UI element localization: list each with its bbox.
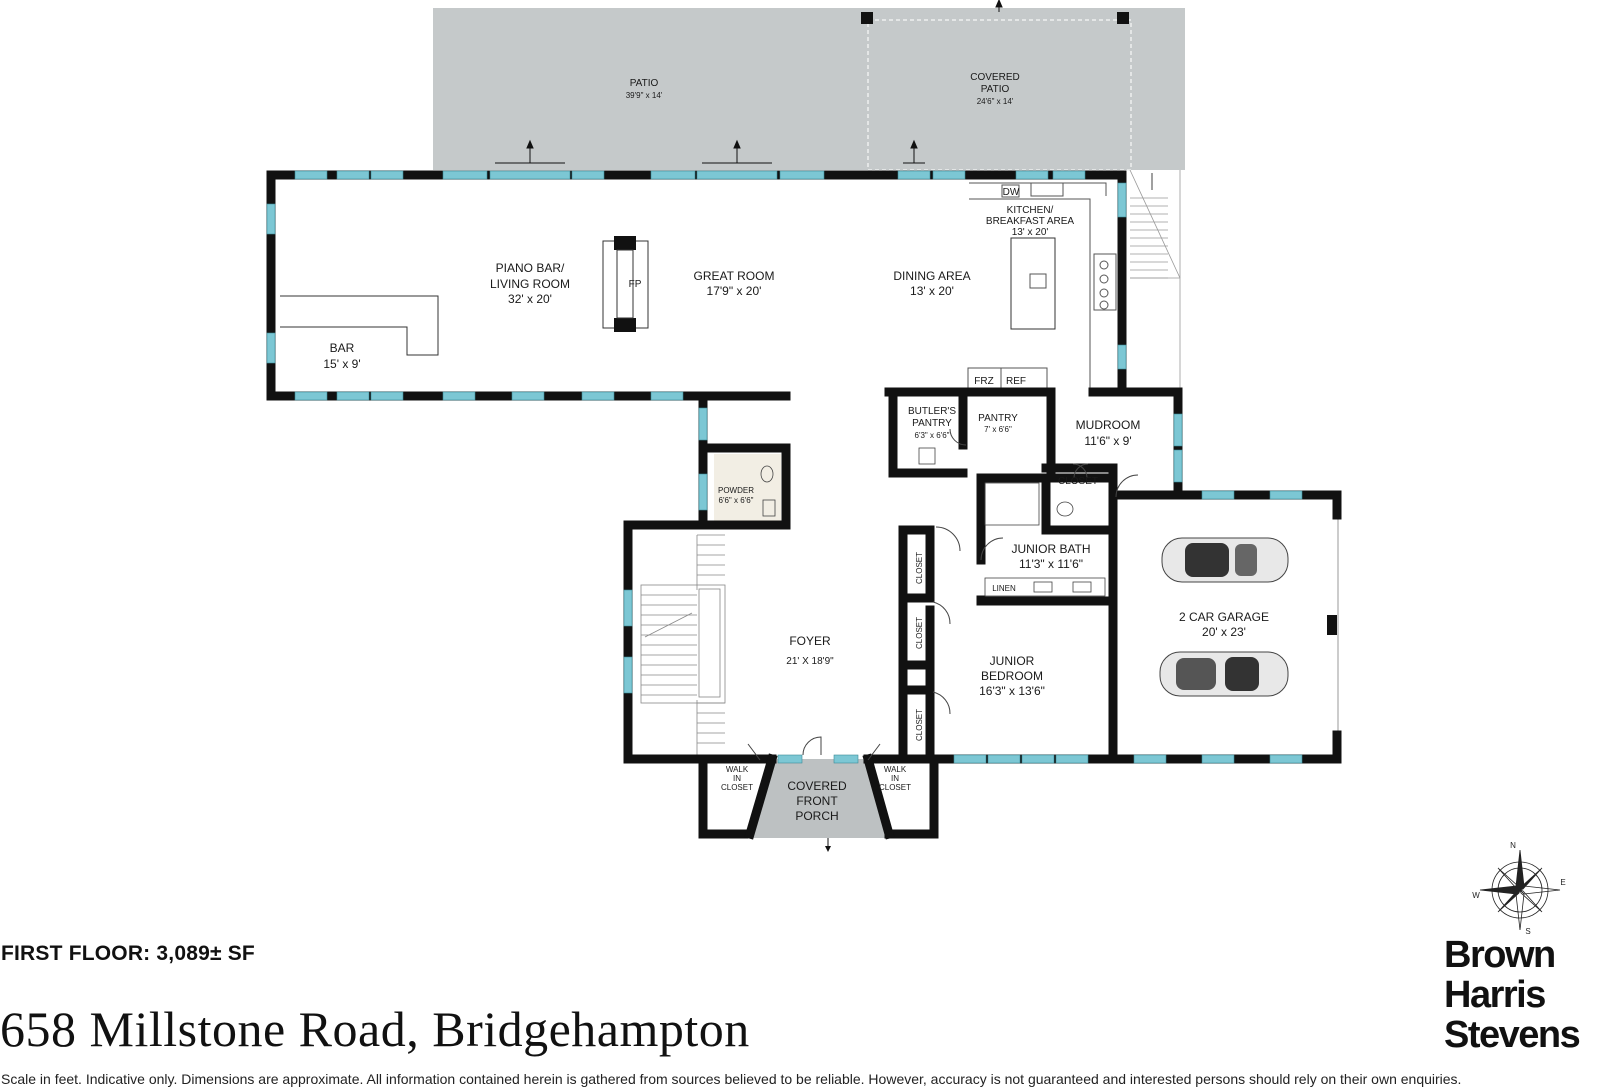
room-label-walk-in-right-3: CLOSET <box>879 783 911 792</box>
car-icon <box>1159 651 1289 697</box>
room-label-great-room: GREAT ROOM <box>694 269 775 283</box>
kitchen-island <box>1010 237 1056 330</box>
room-label-piano-bar: PIANO BAR/ <box>496 261 565 275</box>
room-size-patio: 39'9" x 14' <box>626 91 663 100</box>
room-size-garage: 20' x 23' <box>1202 625 1246 639</box>
brand-line-1: Brown <box>1444 934 1556 976</box>
room-label-kitchen: KITCHEN/ <box>1007 205 1054 216</box>
room-size-pantry: 7' x 6'6" <box>984 425 1012 434</box>
room-label-covered-patio: COVERED <box>970 72 1019 83</box>
room-label-patio: PATIO <box>630 78 659 89</box>
fireplace <box>602 236 649 332</box>
sliding-door-arrows <box>495 0 1003 164</box>
room-label-pantry: PANTRY <box>978 413 1018 424</box>
exterior-stairs <box>1129 169 1181 390</box>
room-label-walk-in-right: WALK <box>884 765 907 774</box>
compass-west: W <box>1472 891 1480 900</box>
compass-east: E <box>1560 878 1565 887</box>
covered-patio-outline <box>867 19 1132 171</box>
room-label-garage: 2 CAR GARAGE <box>1179 610 1269 624</box>
walls <box>266 170 1342 840</box>
room-size-junior-bath: 11'3" x 11'6" <box>1019 557 1083 571</box>
room-label-covered-patio-2: PATIO <box>981 84 1010 95</box>
room-size-kitchen: 13' x 20' <box>1012 227 1049 238</box>
room-label-linen: LINEN <box>992 584 1016 593</box>
room-label-bar: BAR <box>330 341 355 355</box>
room-size-great-room: 17'9" x 20' <box>707 284 762 298</box>
room-label-porch-2: FRONT <box>796 794 838 808</box>
powder-tile <box>714 454 781 523</box>
room-label-porch-3: PORCH <box>795 809 838 823</box>
room-size-butlers-pantry: 6'3" x 6'6" <box>915 431 950 440</box>
room-label-closet-1: CLOSET <box>915 552 924 584</box>
floor-area-label: FIRST FLOOR: 3,089± SF <box>1 942 255 965</box>
garage-wall-block <box>1327 615 1337 635</box>
room-label-mudroom-closet: CLOSET <box>1058 476 1098 487</box>
room-label-junior-bedroom-2: BEDROOM <box>981 669 1043 683</box>
room-size-junior-bedroom: 16'3" x 13'6" <box>979 684 1045 698</box>
windows <box>266 170 1303 764</box>
room-label-powder: POWDER <box>718 486 754 495</box>
brand-line-3: Stevens <box>1444 1014 1581 1056</box>
room-label-walk-in-right-2: IN <box>891 774 899 783</box>
room-label-junior-bedroom: JUNIOR <box>990 654 1035 668</box>
compass-rose-icon <box>1479 849 1561 931</box>
compass-north: N <box>1510 841 1516 850</box>
room-label-dining-area: DINING AREA <box>893 269 970 283</box>
appliance-label-frz: FRZ <box>974 376 993 387</box>
room-label-porch: COVERED <box>787 779 847 793</box>
room-label-living-room: LIVING ROOM <box>490 277 570 291</box>
kitchen-counters <box>967 182 1117 392</box>
room-size-covered-patio: 24'6" x 14' <box>977 97 1014 106</box>
room-label-fireplace: FP <box>629 279 642 290</box>
room-label-walk-in-left-3: CLOSET <box>721 783 753 792</box>
doors <box>747 428 1139 761</box>
patio-post <box>1117 12 1129 24</box>
appliance-label-dw: DW <box>1003 187 1020 198</box>
foyer-stairs <box>640 534 726 755</box>
room-label-butlers-pantry: BUTLER'S <box>908 406 956 417</box>
bath-fixtures <box>760 447 1106 597</box>
car-icon <box>1161 537 1289 583</box>
brand-logo: Brown Harris Stevens <box>1444 934 1581 1056</box>
room-size-dining-area: 13' x 20' <box>910 284 954 298</box>
bar-counter <box>280 295 439 356</box>
room-label-mudroom: MUDROOM <box>1076 418 1141 432</box>
disclaimer: Scale in feet. Indicative only. Dimensio… <box>1 1071 1462 1087</box>
room-label-breakfast-area: BREAKFAST AREA <box>986 216 1075 227</box>
room-size-piano-bar: 32' x 20' <box>508 292 552 306</box>
stove-icon <box>1099 260 1109 310</box>
room-size-powder: 6'6" x 6'6" <box>719 496 754 505</box>
room-size-bar: 15' x 9' <box>323 357 360 371</box>
compass-south: S <box>1525 927 1530 935</box>
room-label-closet-2: CLOSET <box>915 617 924 649</box>
room-label-closet-3: CLOSET <box>915 709 924 741</box>
floor-plan: PATIO 39'9" x 14' COVERED PATIO 24'6" x … <box>266 0 1566 935</box>
room-label-butlers-pantry-2: PANTRY <box>912 418 952 429</box>
room-size-mudroom: 11'6" x 9' <box>1084 434 1131 448</box>
room-label-walk-in-left-2: IN <box>733 774 741 783</box>
room-label-foyer: FOYER <box>789 634 831 648</box>
appliance-label-ref: REF <box>1006 376 1026 387</box>
porch-area <box>744 759 889 838</box>
patio-post <box>861 12 873 24</box>
property-address: 658 Millstone Road, Bridgehampton <box>0 1001 750 1057</box>
arrow-down-icon <box>825 846 831 852</box>
brand-line-2: Harris <box>1444 974 1546 1016</box>
patio-area <box>433 8 1185 170</box>
room-label-walk-in-left: WALK <box>726 765 749 774</box>
room-label-junior-bath: JUNIOR BATH <box>1011 542 1090 556</box>
room-size-foyer: 21' X 18'9" <box>786 656 834 667</box>
